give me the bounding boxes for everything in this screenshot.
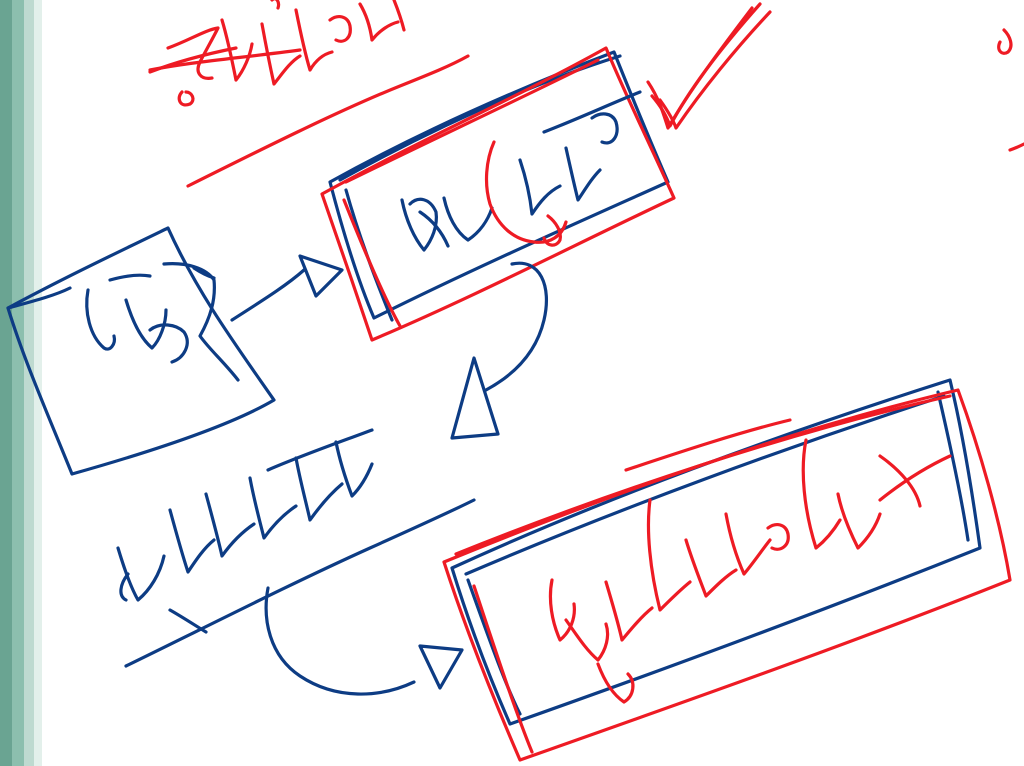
center-box-red-outline — [320, 46, 676, 342]
bottom-box-red-outline — [442, 388, 1012, 762]
sidebar-stripe-light — [24, 0, 34, 766]
center-box-red-annotation — [484, 140, 568, 247]
sidebar-stripe-mid — [12, 0, 24, 766]
arrow-left-to-center — [230, 254, 344, 322]
left-box — [6, 226, 276, 476]
center-box-blue-outline — [328, 50, 670, 322]
middle-handwritten-word — [116, 428, 374, 634]
sidebar-stripe-pale — [34, 0, 42, 766]
handwritten-heading — [148, 0, 470, 188]
center-box-text — [400, 90, 642, 252]
diagonal-underline — [124, 498, 476, 668]
bottom-box-blue-outline — [450, 378, 982, 726]
bottom-box-text — [548, 418, 952, 704]
curved-arrow-center-down — [450, 261, 549, 440]
emphasis-mark — [646, 2, 772, 130]
sidebar-stripe-dark — [0, 0, 12, 766]
heading-accent-stroke — [148, 46, 238, 74]
curved-arrow-to-bottom — [264, 586, 464, 696]
right-edge-marks — [997, 28, 1024, 152]
